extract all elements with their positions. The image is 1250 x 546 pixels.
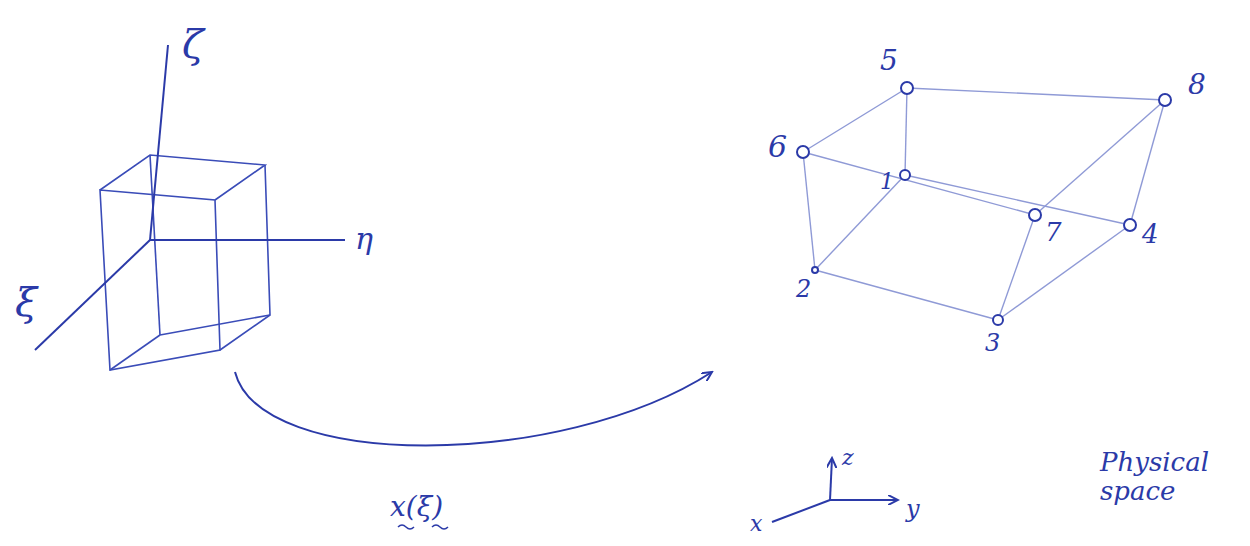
physical-axes [772, 458, 898, 522]
axis-or-node-label: 8 [1188, 70, 1206, 101]
axis-or-node-label: x(ξ) [390, 492, 443, 523]
axis-or-node-label: z [842, 446, 854, 470]
axis-or-node-label: 6 [768, 130, 787, 163]
axis-or-node-label: 4 [1142, 220, 1159, 249]
axis-or-node-label: 5 [880, 46, 898, 77]
axis-or-node-label: ξ [15, 280, 37, 324]
vector-tilde [398, 525, 448, 529]
axis-or-node-label: 3 [985, 330, 1000, 356]
axis-or-node-label: η [355, 222, 373, 255]
reference-axes [35, 45, 345, 350]
axis-or-node-label: 1 [880, 170, 894, 194]
mapping-arrow [235, 372, 712, 446]
axis-or-node-label: x [750, 512, 762, 536]
axis-or-node-label: 2 [796, 276, 811, 302]
element-node [797, 82, 1171, 325]
axis-or-node-label: ζ [182, 22, 204, 66]
axis-or-node-label: 7 [1045, 218, 1062, 247]
space-caption: Physical space [1100, 448, 1215, 505]
physical-element [803, 88, 1165, 320]
axis-or-node-label: y [906, 496, 920, 522]
